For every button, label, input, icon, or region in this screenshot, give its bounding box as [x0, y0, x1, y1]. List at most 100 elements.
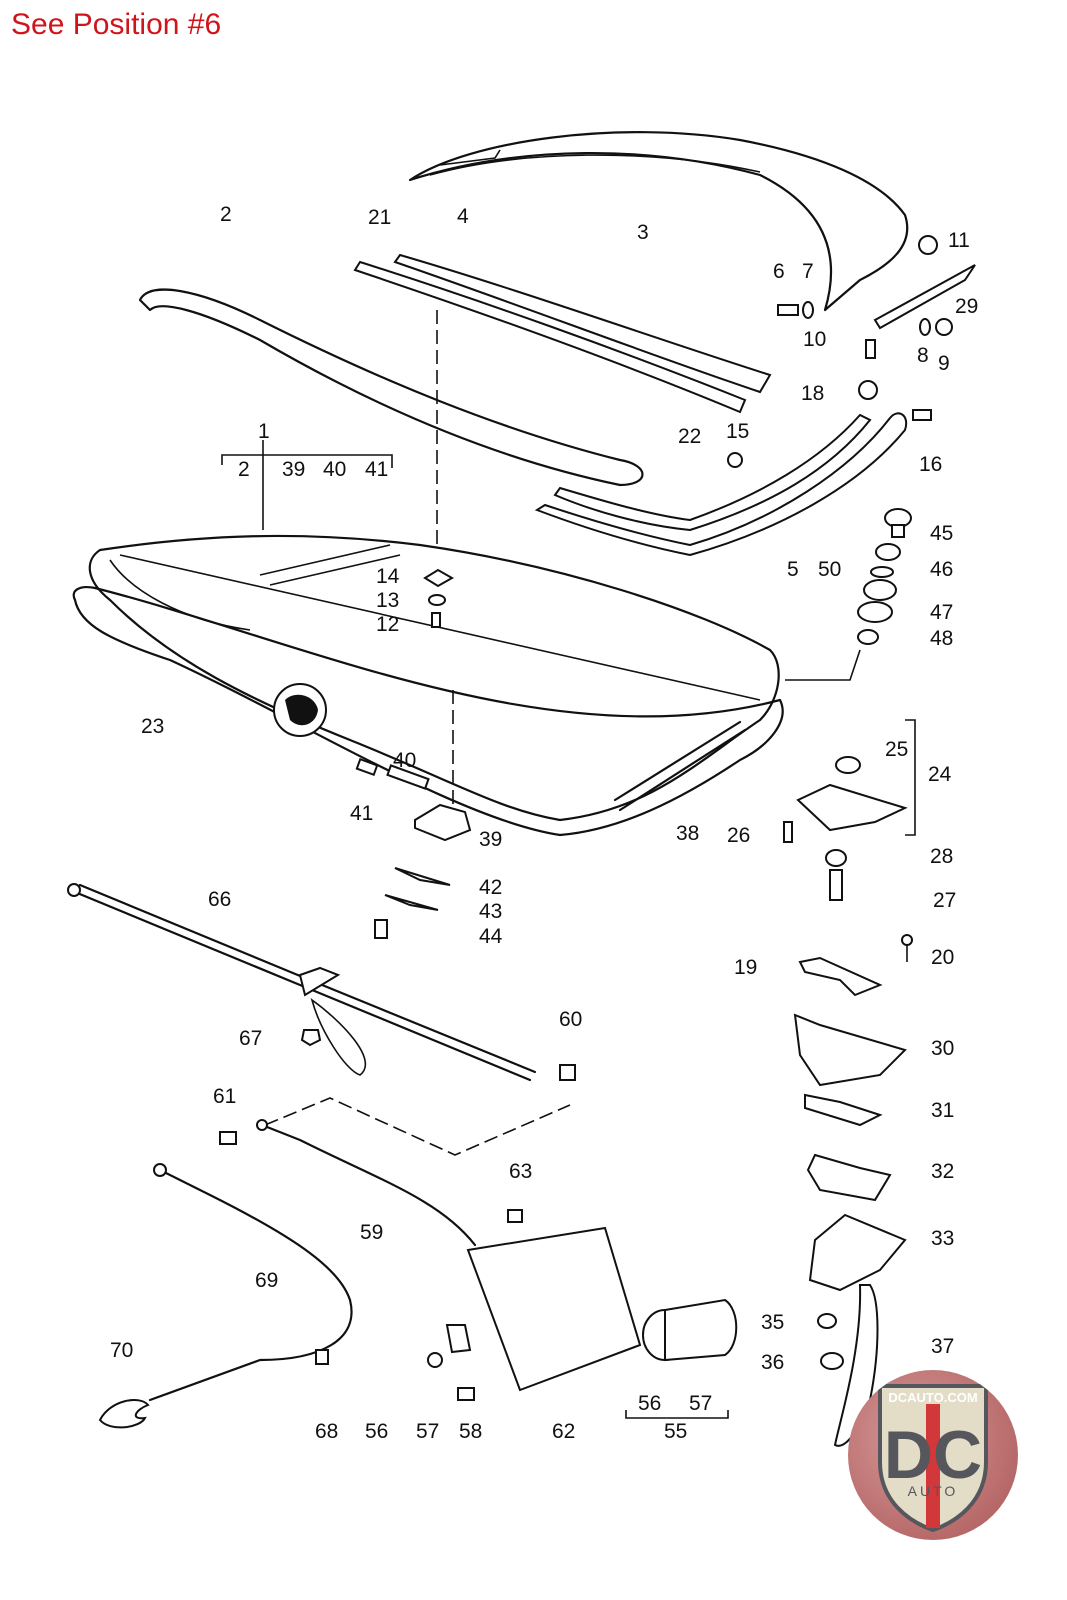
part-21-seal[interactable] — [353, 260, 747, 414]
label-62: 62 — [552, 1420, 575, 1443]
label-68: 68 — [315, 1420, 338, 1443]
label-10: 10 — [803, 328, 826, 351]
part-26-screw[interactable] — [783, 821, 793, 843]
part-60-clip[interactable] — [559, 1064, 576, 1081]
part-56-nut[interactable] — [427, 1352, 443, 1368]
svg-text:DCAUTO.COM: DCAUTO.COM — [888, 1390, 977, 1405]
label-25: 25 — [885, 738, 908, 761]
part-25-plug[interactable] — [835, 756, 861, 774]
part-31-plate[interactable] — [804, 1093, 883, 1127]
part-67-nut[interactable] — [300, 1029, 322, 1047]
part-18-nut[interactable] — [858, 380, 878, 400]
part-7-washer[interactable] — [802, 301, 814, 319]
label-7: 7 — [802, 260, 814, 283]
part-23-gasket[interactable] — [72, 586, 784, 837]
part-33-latch[interactable] — [808, 1213, 907, 1292]
part-43-shim[interactable] — [384, 894, 439, 911]
part-69-cable[interactable] — [148, 1163, 353, 1402]
part-42-shim[interactable] — [394, 867, 451, 886]
label-30: 30 — [931, 1037, 954, 1060]
part-44-bolt[interactable] — [374, 919, 388, 939]
label-41: 41 — [350, 802, 373, 825]
dcauto-logo[interactable]: DCAUTO.COM DC AUTO — [848, 1370, 1018, 1540]
label-29: 29 — [955, 295, 978, 318]
label-66: 66 — [208, 888, 231, 911]
label-40: 40 — [393, 749, 416, 772]
part-62-bracket[interactable] — [466, 1226, 642, 1392]
part-5-moulding[interactable] — [534, 412, 908, 557]
label-2: 2 — [220, 203, 232, 226]
part-66-release-cable[interactable] — [67, 883, 537, 1082]
svg-text:AUTO: AUTO — [908, 1483, 959, 1499]
porsche-crest-icon — [273, 683, 327, 737]
part-59-cable[interactable] — [256, 1119, 477, 1247]
label-57-group: 57 — [689, 1392, 712, 1415]
part-27-stud[interactable] — [829, 869, 843, 901]
label-50: 50 — [818, 558, 841, 581]
part-68-clip[interactable] — [315, 1349, 329, 1365]
part-48-nut[interactable] — [857, 629, 879, 645]
part-29-bracket[interactable] — [873, 264, 976, 330]
label-18: 18 — [801, 382, 824, 405]
part-19-bracket[interactable] — [798, 956, 883, 997]
part-32-lock[interactable] — [806, 1153, 892, 1202]
label-21: 21 — [368, 206, 391, 229]
part-13-washer[interactable] — [428, 594, 446, 606]
part-47-washer[interactable] — [857, 601, 893, 623]
part-22-seal[interactable] — [553, 413, 872, 532]
part-41-clip[interactable] — [355, 757, 379, 777]
part-46-grommet[interactable] — [863, 543, 901, 601]
part-8-washer[interactable] — [919, 318, 931, 336]
part-55-actuator-motor[interactable] — [642, 1298, 738, 1362]
label-14: 14 — [376, 565, 400, 588]
label-31: 31 — [931, 1099, 954, 1122]
part-58-bolt[interactable] — [457, 1387, 475, 1401]
part-39-hinge[interactable] — [414, 803, 472, 842]
part-15-clip[interactable] — [727, 452, 743, 468]
part-4-strip[interactable] — [393, 253, 772, 394]
label-26: 26 — [727, 824, 750, 847]
part-61-bolt[interactable] — [219, 1131, 237, 1145]
part-36-grommet[interactable] — [820, 1352, 844, 1370]
part-6-bolt[interactable] — [777, 304, 799, 316]
see-position-note: See Position #6 — [11, 8, 222, 41]
part-45-buffer[interactable] — [884, 508, 912, 538]
part-10-screw[interactable] — [865, 339, 876, 359]
label-13: 13 — [376, 589, 399, 612]
part-16-bolt[interactable] — [912, 409, 932, 421]
part-35-nut[interactable] — [817, 1313, 837, 1329]
label-38: 38 — [676, 822, 699, 845]
part-14-plate[interactable] — [423, 568, 455, 588]
label-23: 23 — [141, 715, 164, 738]
label-20: 20 — [931, 946, 954, 969]
part-11-nut[interactable] — [918, 235, 938, 255]
label-55: 55 — [664, 1420, 687, 1443]
part-28-nut[interactable] — [825, 849, 847, 867]
part-40-pin[interactable] — [386, 764, 430, 790]
part-38-gas-strut[interactable] — [613, 720, 747, 812]
label-36: 36 — [761, 1351, 784, 1374]
label-19: 19 — [734, 956, 757, 979]
label-28: 28 — [930, 845, 953, 868]
label-24: 24 — [928, 763, 952, 786]
label-41-group: 41 — [365, 458, 388, 481]
label-4: 4 — [457, 205, 469, 228]
label-37: 37 — [931, 1335, 954, 1358]
label-59: 59 — [360, 1221, 383, 1244]
part-24-striker[interactable] — [796, 783, 908, 832]
label-42: 42 — [479, 876, 502, 899]
part-63-bolt[interactable] — [507, 1209, 523, 1223]
part-9-nut[interactable] — [935, 318, 953, 336]
part-2-trim-strip[interactable] — [138, 288, 644, 487]
part-70-handle[interactable] — [98, 1399, 150, 1429]
part-3-lid-panel[interactable] — [408, 131, 909, 312]
label-61: 61 — [213, 1085, 236, 1108]
part-50-o-ring[interactable] — [870, 566, 894, 578]
leader-48 — [785, 649, 861, 681]
part-57-lever[interactable] — [445, 1324, 472, 1354]
label-32: 32 — [931, 1160, 954, 1183]
part-30-pad[interactable] — [793, 1013, 907, 1087]
part-12-bolt[interactable] — [431, 612, 441, 628]
part-20-screw[interactable] — [901, 934, 913, 962]
